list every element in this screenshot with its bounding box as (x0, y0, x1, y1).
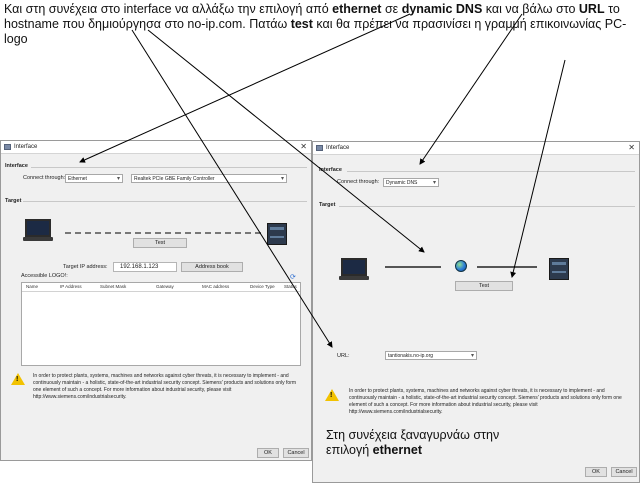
interface-section-label: Interface (319, 167, 342, 173)
accessible-logo-label: Accessible LOGO!: (21, 273, 68, 279)
logo-plc-icon (549, 258, 569, 280)
connection-line (65, 232, 261, 234)
arrow-to-dynamic-dns (419, 13, 523, 165)
globe-icon (455, 260, 467, 272)
return-note: Στη συνέχεια ξαναγυρνάω στην επιλογή eth… (326, 428, 566, 458)
column-header-ip: IP Address (60, 284, 82, 289)
warning-icon (325, 389, 339, 401)
network-adapter-value: Realtek PCIe GBE Family Controller (134, 176, 215, 182)
window-icon (316, 145, 323, 151)
cancel-button[interactable]: Cancel (611, 467, 637, 477)
pc-laptop-icon (23, 219, 53, 241)
close-icon[interactable]: ✕ (300, 142, 307, 151)
pc-laptop-icon (339, 258, 369, 280)
accessible-devices-table: Name IP Address Subnet Mask Gateway MAC … (21, 282, 301, 366)
column-header-device-type: Device Type (250, 284, 275, 289)
section-divider (31, 167, 307, 168)
connection-line-logo (477, 266, 537, 268)
return-note-line1: Στη συνέχεια ξαναγυρνάω στην (326, 428, 500, 442)
connect-through-value: Ethernet (68, 176, 87, 182)
close-icon[interactable]: ✕ (628, 143, 635, 152)
title-bar: Interface ✕ (313, 142, 639, 155)
interface-dialog-ethernet: Interface ✕ Interface Connect through: E… (0, 140, 312, 461)
caption-text-1: Και στη συνέχεια στο interface να αλλάξω… (4, 2, 333, 16)
connect-through-value: Dynamic DNS (386, 180, 418, 186)
logo-plc-icon (267, 223, 287, 245)
window-title: Interface (326, 145, 350, 151)
caption-keyword-ethernet: ethernet (332, 2, 382, 16)
cancel-button[interactable]: Cancel (283, 448, 309, 458)
window-icon (4, 144, 11, 150)
url-input[interactable]: tantionakis.no-ip.org ▾ (385, 351, 477, 360)
window-title: Interface (14, 144, 38, 150)
target-section-label: Target (5, 198, 22, 204)
security-notice: In order to protect plants, systems, mac… (349, 388, 622, 415)
chevron-down-icon: ▾ (432, 180, 436, 186)
interface-section-label: Interface (5, 163, 28, 169)
chevron-down-icon: ▾ (280, 176, 284, 182)
column-header-subnet: Subnet Mask (100, 284, 127, 289)
column-header-status: Status (284, 284, 297, 289)
url-value: tantionakis.no-ip.org (388, 353, 434, 359)
url-label: URL: (337, 353, 350, 359)
section-divider (339, 206, 635, 207)
network-adapter-select[interactable]: Realtek PCIe GBE Family Controller ▾ (131, 174, 287, 183)
connect-through-select[interactable]: Ethernet ▾ (65, 174, 123, 183)
column-header-gateway: Gateway (156, 284, 174, 289)
arrow-to-test-button (510, 59, 566, 278)
title-bar: Interface ✕ (1, 141, 311, 154)
caption-keyword-url: URL (578, 2, 605, 16)
ok-button[interactable]: OK (585, 467, 607, 477)
caption-text-2: σε (381, 2, 402, 16)
security-notice: In order to protect plants, systems, mac… (33, 373, 297, 400)
column-header-mac: MAC address (202, 284, 230, 289)
caption-keyword-dynamic-dns: dynamic DNS (401, 2, 483, 16)
caption-text-5: και θα πρέπει να πρασινίσει η γραμμή επι… (4, 17, 627, 46)
ok-button[interactable]: OK (257, 448, 279, 458)
section-divider (347, 171, 635, 172)
connection-line-pc (385, 266, 441, 268)
target-ip-input[interactable]: 192.168.1.123 (113, 262, 177, 272)
return-note-prefix: επιλογή (326, 443, 373, 457)
return-note-keyword-ethernet: ethernet (372, 443, 422, 457)
warning-icon (11, 373, 25, 385)
arrow-to-ethernet (79, 13, 411, 163)
chevron-down-icon: ▾ (116, 176, 120, 182)
instruction-caption: Και στη συνέχεια στο interface να αλλάξω… (4, 2, 640, 47)
target-ip-label: Target IP address: (63, 264, 108, 270)
refresh-icon[interactable]: ⟳ (290, 274, 296, 281)
section-divider (23, 201, 307, 202)
connect-through-label: Connect through: (337, 179, 380, 185)
caption-keyword-test: test (290, 17, 313, 31)
address-book-button[interactable]: Address book (181, 262, 243, 272)
interface-dialog-dynamic-dns: Interface ✕ Interface Connect through: D… (312, 141, 640, 483)
arrow-to-connection-line (147, 29, 425, 253)
test-button[interactable]: Test (133, 238, 187, 248)
arrow-to-url (131, 29, 333, 348)
connect-through-label: Connect through: (23, 175, 66, 181)
chevron-down-icon: ▾ (470, 353, 474, 359)
table-header (22, 283, 300, 292)
test-button[interactable]: Test (455, 281, 513, 291)
connect-through-select[interactable]: Dynamic DNS ▾ (383, 178, 439, 187)
column-header-name: Name (26, 284, 39, 289)
target-section-label: Target (319, 202, 336, 208)
caption-text-4: το hostname που δημιούργησα στο no-ip.co… (4, 2, 620, 31)
caption-text-3: και να βάλω στο (482, 2, 579, 16)
